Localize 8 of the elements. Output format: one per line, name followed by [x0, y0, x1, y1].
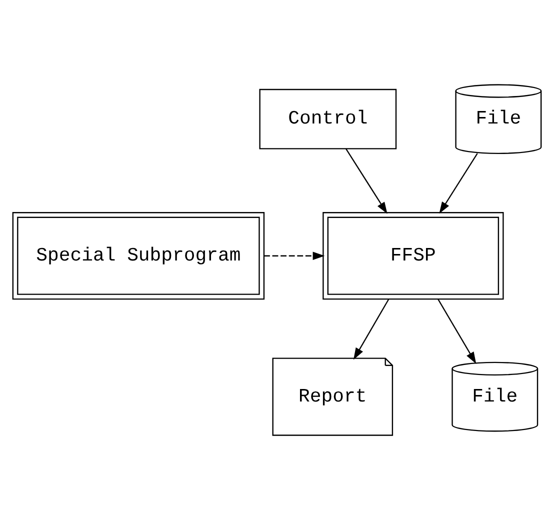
node-box: Control [259, 88, 397, 150]
node-box: FFSP [322, 212, 504, 300]
arrow [264, 252, 325, 260]
arrow [439, 153, 478, 214]
arrow [438, 299, 476, 364]
node-box: Special Subprogram [12, 212, 265, 300]
arrow [353, 299, 390, 360]
arrow [346, 148, 388, 214]
